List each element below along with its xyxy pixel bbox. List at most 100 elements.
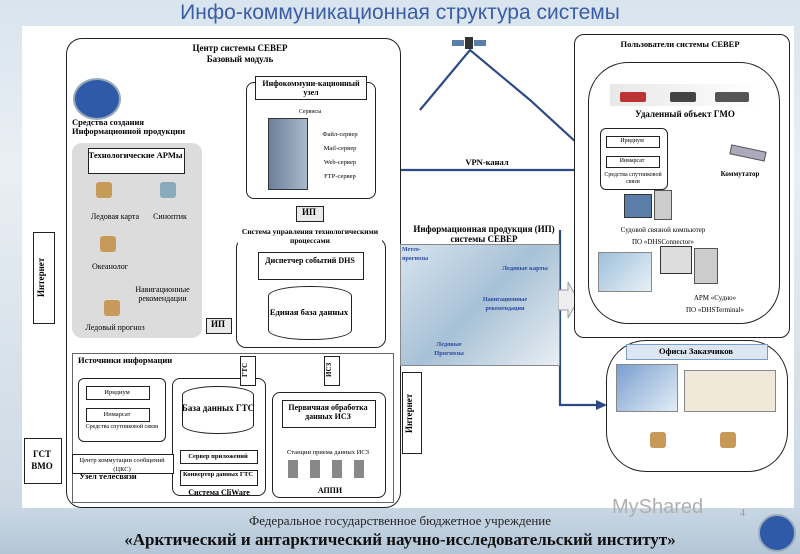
footer-line2: «Арктический и антарктический научно-исс…	[124, 530, 676, 549]
infocom-node-box	[246, 82, 376, 199]
aari-footer-logo-icon	[758, 514, 796, 552]
ip-tag-left	[206, 318, 232, 334]
arm-monitor-icon	[660, 246, 692, 274]
ip-tag-left-label: ИП	[210, 319, 225, 329]
prod-ice-forecasts: Ледовые Прогнозы	[434, 341, 464, 357]
center-title: Центр системы СЕВЕР	[192, 43, 288, 53]
internet-right-label: Интернет	[404, 393, 414, 433]
ship-iridium-box	[606, 136, 660, 148]
gts-db-label: База данных ГТС	[181, 403, 255, 413]
tech-arm-label: Технологические АРМы	[88, 150, 183, 160]
footer-line1: Федеральное государственное бюджетное уч…	[248, 513, 552, 528]
product-collage-image	[400, 244, 560, 366]
role-oceanologist: Океанолог	[91, 262, 129, 271]
remote-object-label: Удаленный объект ГМО	[635, 109, 735, 119]
internet-left-label: Интернет	[36, 257, 46, 297]
cks-box	[72, 454, 174, 474]
inmarsat-label: Инмарсат	[103, 411, 131, 418]
converter-label: Конвертор данных ГТС	[182, 471, 254, 478]
footer-band	[0, 508, 800, 554]
switch-label: Коммутатор	[720, 170, 760, 178]
server-rack-icon	[268, 118, 308, 190]
prod-nav-recs: Навигационные рекомендации	[482, 297, 528, 312]
server-web: Web-сервер	[323, 159, 357, 166]
tech-arm-box	[88, 148, 185, 174]
meeting-room-image	[684, 370, 776, 412]
person-icon	[650, 432, 666, 448]
ship-inmarsat-label: Инмарсат	[619, 158, 645, 164]
mgmt-system-label: Система управления технологическими проц…	[238, 227, 382, 245]
gts-tag-label: ГТС	[241, 362, 249, 378]
infocom-node-label: Инфокоммуни-кационный узел	[255, 76, 367, 100]
page-number: 4	[740, 508, 745, 519]
converter-box	[180, 470, 258, 486]
person-icon	[720, 432, 736, 448]
customer-map-image	[616, 364, 678, 412]
role-ice-forecast: Ледовый прогноз	[85, 323, 145, 332]
ship-pc-monitor-icon	[624, 194, 652, 218]
internet-right-box	[402, 372, 422, 454]
server-ftp: FTP-сервер	[324, 173, 356, 180]
iridium-box	[86, 386, 150, 400]
role-nav-recs: Навигационные рекомендации	[135, 285, 190, 303]
unified-db-label: Единая база данных	[269, 307, 349, 317]
center-subtitle: Базовый модуль	[206, 54, 274, 64]
customers-title: Офисы Заказчиков	[658, 346, 734, 356]
app-server-label: Сервер приложений	[188, 453, 248, 460]
internet-left-box	[33, 232, 55, 324]
gts-wmo-label: ГСТ ВМО	[31, 449, 53, 471]
primary-proc-box	[282, 400, 376, 428]
prod-ice-maps: Ледовые карты	[502, 265, 548, 272]
appi-label: АППИ	[317, 486, 343, 495]
person-icon	[104, 300, 120, 316]
tv-node-label: Узел телесвязи	[79, 471, 137, 481]
server-file: Файл-сервер	[322, 131, 358, 138]
isz-tag-label: ИСЗ	[325, 362, 333, 378]
tools-label: Средства создания Информационной продукц…	[72, 117, 186, 136]
gts-tag	[240, 356, 256, 386]
slide-title: Инфо-коммуникационная структура системы	[180, 1, 620, 24]
dhs-terminal-label: ПО «DHSTerminal»	[685, 306, 745, 314]
tech-arm-panel	[72, 143, 202, 338]
aari-logo-icon	[73, 78, 121, 120]
cks-label: Центр коммутации сообщений (ЦКС)	[79, 457, 165, 473]
cliware-label: Система CliWare	[188, 488, 250, 497]
info-sources-label: Источники информации	[78, 355, 173, 365]
synoptic-icon	[160, 182, 176, 198]
prod-meteo: Метео-прогнозы	[402, 247, 429, 262]
services-label: Сервисы	[298, 109, 322, 115]
ships-image	[610, 84, 760, 106]
app-server-box	[180, 450, 258, 464]
arm-tower-icon	[694, 248, 718, 284]
ip-tag-top	[296, 206, 324, 222]
satellite-icon	[452, 34, 486, 52]
gts-wmo-box	[24, 438, 62, 484]
ship-pc-tower-icon	[654, 190, 672, 220]
gts-db-cylinder-icon	[182, 386, 254, 434]
role-ice-map: Ледовая карта	[90, 212, 140, 221]
users-title: Пользователи системы СЕВЕР	[620, 39, 740, 49]
primary-proc-label: Первичная обработка данных ИСЗ	[288, 403, 368, 421]
dhs-connector-label: ПО «DHSConnector»	[631, 238, 695, 246]
ship-sat-label: Средства спутниковой связи	[604, 172, 662, 185]
arm-ship-label: АРМ «Судно»	[693, 294, 737, 302]
isz-stations-label: Станции приема данных ИСЗ	[287, 449, 369, 456]
arrow-right-icon	[558, 282, 578, 318]
ship-map-thumbnail	[598, 252, 652, 292]
ip-tag-top-label: ИП	[301, 207, 316, 217]
sat-means-label: Средства спутниковой связи	[85, 424, 159, 430]
inmarsat-box	[86, 408, 150, 422]
person-icon	[96, 182, 112, 198]
server-mail: Mail-сервер	[323, 145, 357, 152]
info-product-label: Информационная продукция (ИП) системы СЕ…	[413, 224, 555, 244]
dispatcher-box	[258, 252, 364, 280]
ship-pc-label: Судовой связной компьютер	[620, 226, 706, 234]
customers-title-box	[626, 344, 768, 360]
ship-inmarsat-box	[606, 156, 660, 168]
iridium-label: Иридиум	[104, 389, 130, 396]
ship-iridium-label: Иридиум	[620, 138, 644, 144]
person-icon	[100, 236, 116, 252]
watermark-text: MyShared	[612, 496, 704, 518]
database-cylinder-icon	[268, 286, 352, 340]
isz-tag	[324, 356, 340, 386]
